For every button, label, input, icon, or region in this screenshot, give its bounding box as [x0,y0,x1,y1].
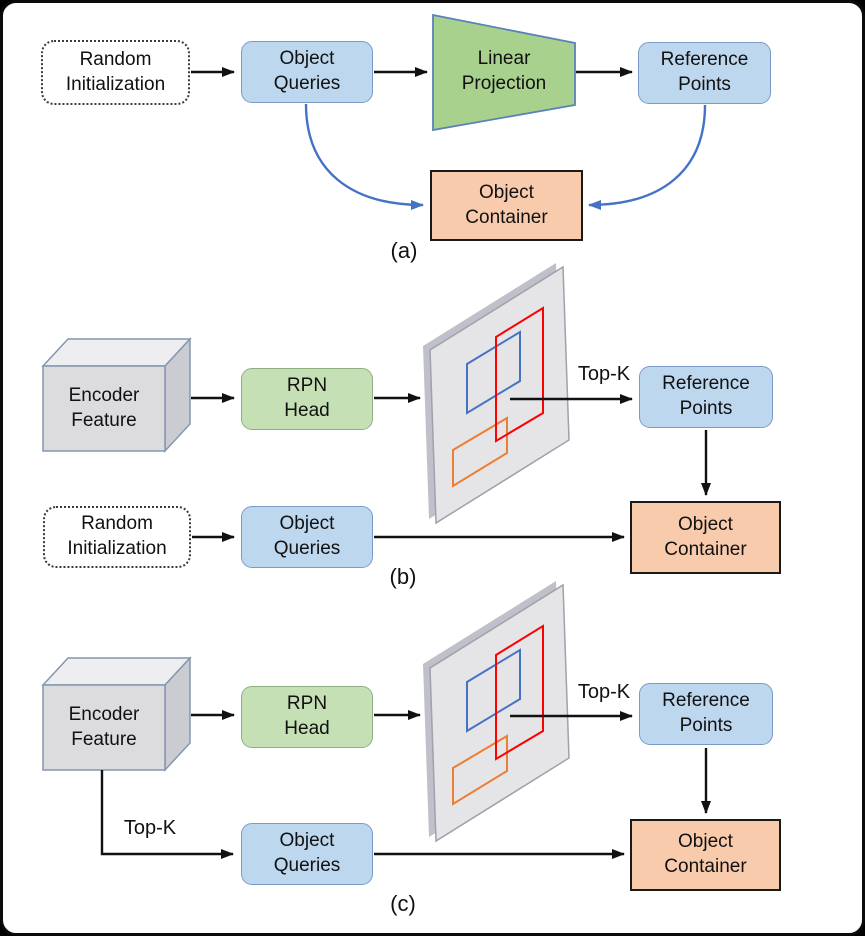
top-k-label-c-right: Top-K [577,681,631,703]
encoder-feature-label: Encoder Feature [68,703,140,750]
arrows-panel-b [191,393,711,542]
object-container-label: Object Container [465,181,548,228]
arrows-panel-c [100,710,711,859]
reference-points-box-b: Reference Points [639,366,773,428]
object-container-label: Object Container [664,831,747,877]
rpn-head-label: RPN Head [284,693,330,739]
top-k-label-c-left: Top-K [123,817,177,839]
encoder-feature-box-b: Encoder Feature [43,366,165,451]
diagram-shapes-layer [42,13,711,859]
object-container-box-c: Object Container [630,819,781,891]
top-k-label-b: Top-K [577,363,631,385]
reference-points-label: Reference Points [660,49,749,95]
object-queries-box-b: Object Queries [241,506,373,568]
linear-projection-box: Linear Projection [433,31,575,113]
object-container-label: Object Container [664,513,747,560]
rpn-head-label: RPN Head [284,375,330,421]
object-queries-label: Object Queries [273,513,341,559]
encoder-feature-label: Encoder Feature [68,384,140,431]
panel-caption-c: (c) [390,890,416,916]
object-queries-box-a: Object Queries [241,41,373,103]
rpn-head-box-b: RPN Head [241,368,373,430]
panel-caption-a: (a) [390,237,418,263]
object-queries-box-c: Object Queries [241,823,373,885]
random-initialization-label: Random Initialization [65,48,166,95]
reference-points-box-c: Reference Points [639,683,773,745]
rpn-head-box-c: RPN Head [241,686,373,748]
panel-caption-b: (b) [389,563,417,589]
reference-points-box-a: Reference Points [638,42,771,104]
object-queries-label: Object Queries [273,830,341,876]
random-initialization-box-a: Random Initialization [41,40,190,105]
blue-merge-arrows [304,103,707,210]
linear-projection-label: Linear Projection [461,48,547,94]
reference-points-label: Reference Points [662,690,750,736]
object-container-box-a: Object Container [430,170,583,241]
reference-points-label: Reference Points [662,373,750,419]
object-queries-label: Object Queries [273,48,341,94]
object-container-box-b: Object Container [630,501,781,574]
random-initialization-box-b: Random Initialization [43,506,191,568]
linear-projection-trapezoid [432,13,576,132]
random-initialization-label: Random Initialization [67,513,167,559]
encoder-feature-box-c: Encoder Feature [43,685,165,770]
